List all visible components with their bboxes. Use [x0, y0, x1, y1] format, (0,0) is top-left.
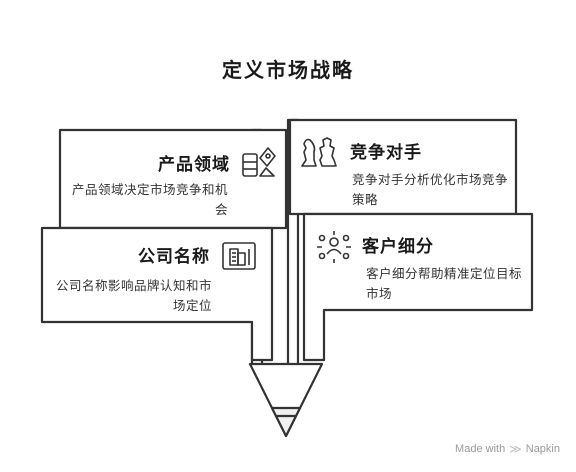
competitor-title: 竞争对手 — [350, 143, 422, 163]
diagram-title: 定义市场战略 — [222, 58, 354, 82]
product-categories-icon — [242, 147, 276, 177]
company-name-title: 公司名称 — [138, 247, 210, 267]
building-id-icon — [222, 242, 256, 270]
customer-group-icon — [317, 231, 351, 263]
napkin-logo-icon: ≫ — [509, 442, 522, 456]
napkin-watermark: Made with ≫ Napkin — [455, 442, 560, 456]
segmentation-desc: 客户细分帮助精准定位目标市场 — [366, 266, 523, 301]
company-name-desc: 公司名称影响品牌认知和市场定位 — [55, 278, 212, 313]
watermark-text: Made with — [455, 443, 506, 455]
watermark-brand: Napkin — [525, 443, 560, 455]
card-segmentation — [302, 212, 534, 362]
segmentation-title: 客户细分 — [362, 237, 434, 257]
product-domain-desc: 产品领域决定市场竞争和机会 — [71, 182, 228, 217]
chess-pieces-icon — [301, 137, 337, 167]
card-company-name — [40, 226, 274, 362]
card-product-domain — [58, 128, 288, 230]
product-domain-title: 产品领域 — [158, 155, 230, 175]
competitor-desc: 竞争对手分析优化市场竞争策略 — [352, 172, 509, 207]
pencil-tip — [248, 362, 324, 438]
pencil-lead — [270, 406, 302, 438]
